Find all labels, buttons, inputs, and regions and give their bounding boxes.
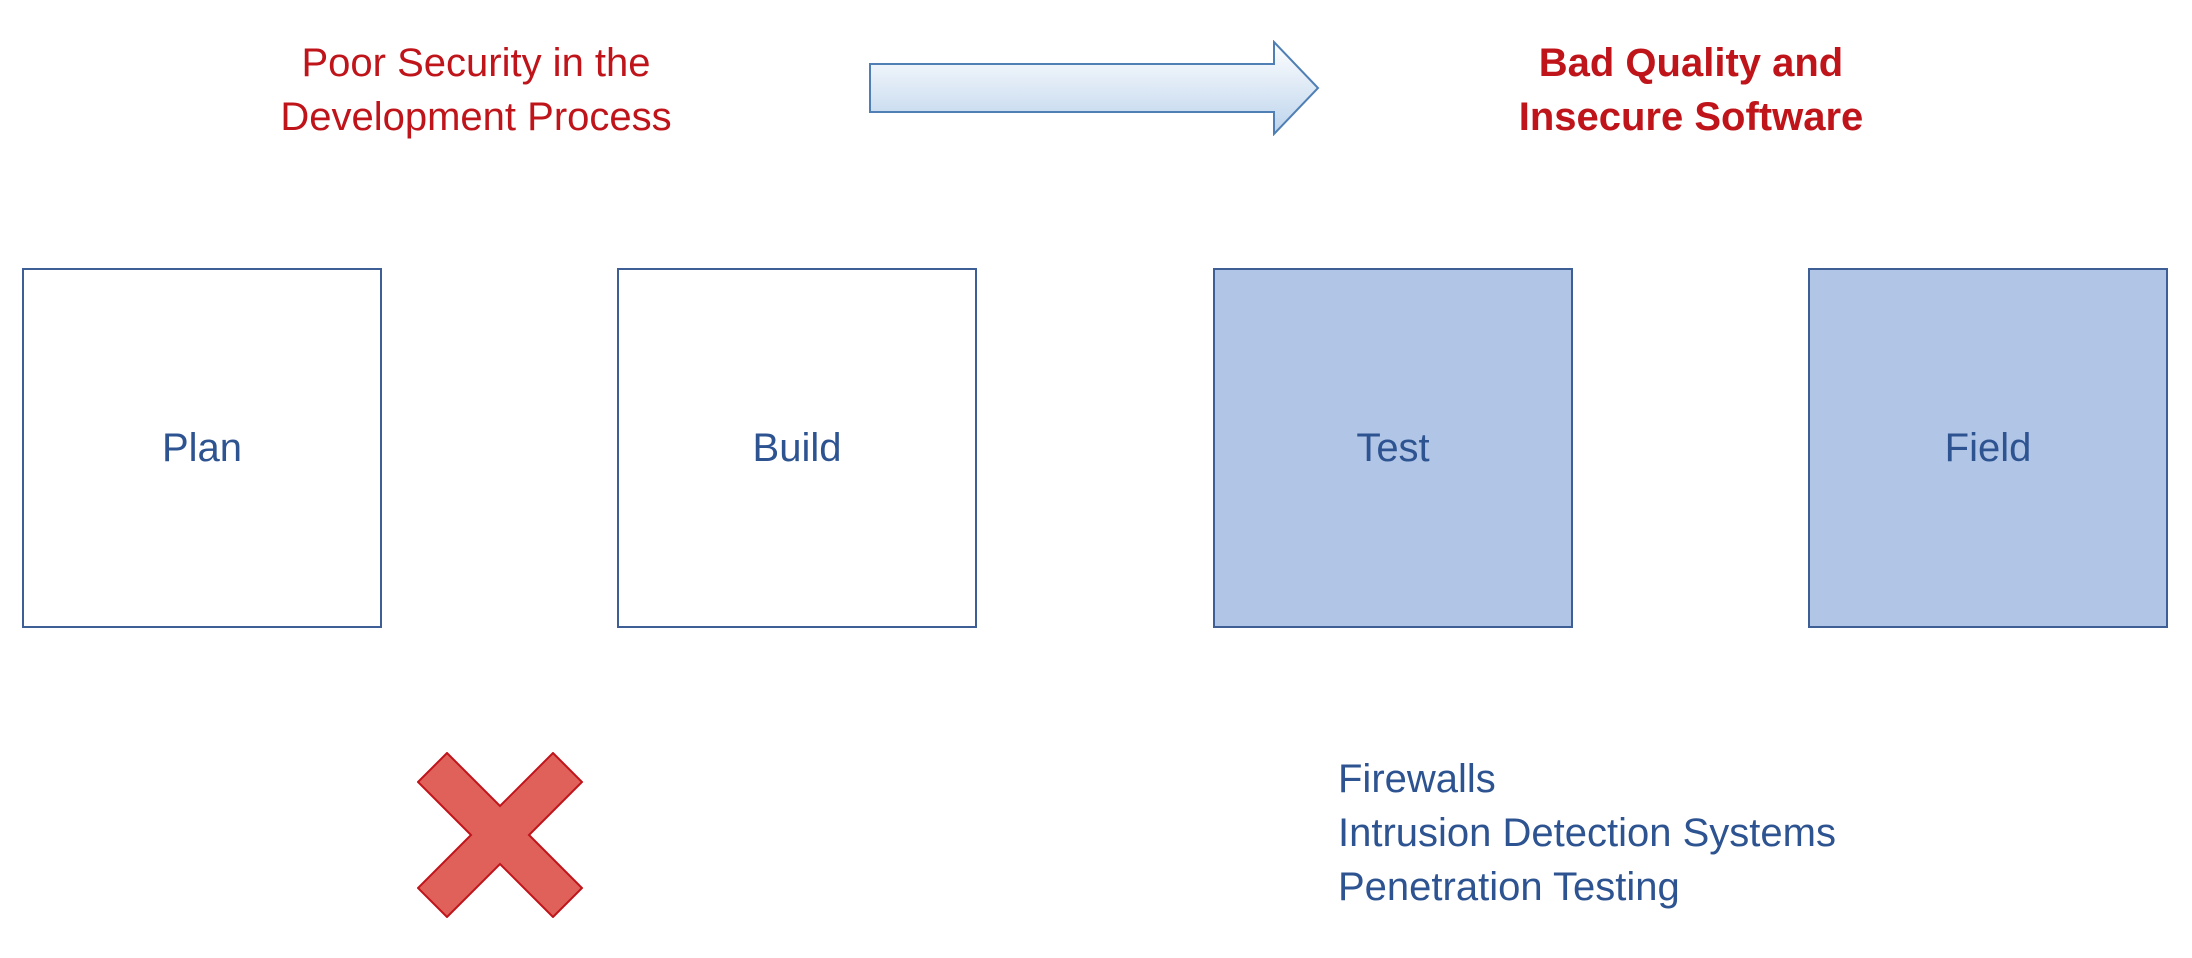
right-arrow-icon [869,40,1320,136]
stage-build-label: Build [752,425,842,470]
stage-field-label: Field [1944,425,2032,470]
measure-firewalls: Firewalls [1338,757,1496,801]
effect-caption-line-2: Insecure Software [1518,95,1864,139]
red-x-icon [417,752,583,918]
effect-caption-line-1: Bad Quality and [1538,41,1844,85]
stage-test-label: Test [1356,425,1430,470]
security-measures-list: Firewalls Intrusion Detection Systems Pe… [1338,752,1836,914]
stage-test-box: Test [1213,268,1573,628]
measure-intrusion-detection: Intrusion Detection Systems [1338,811,1836,855]
stage-plan-box: Plan [22,268,382,628]
cause-caption: Poor Security in the Development Process [226,36,726,144]
stage-build-box: Build [617,268,977,628]
cause-caption-line-2: Development Process [280,95,672,139]
stage-plan-label: Plan [161,425,243,470]
effect-caption: Bad Quality and Insecure Software [1441,36,1941,144]
cause-caption-line-1: Poor Security in the [301,41,651,85]
stage-field-box: Field [1808,268,2168,628]
measure-penetration-testing: Penetration Testing [1338,865,1680,909]
